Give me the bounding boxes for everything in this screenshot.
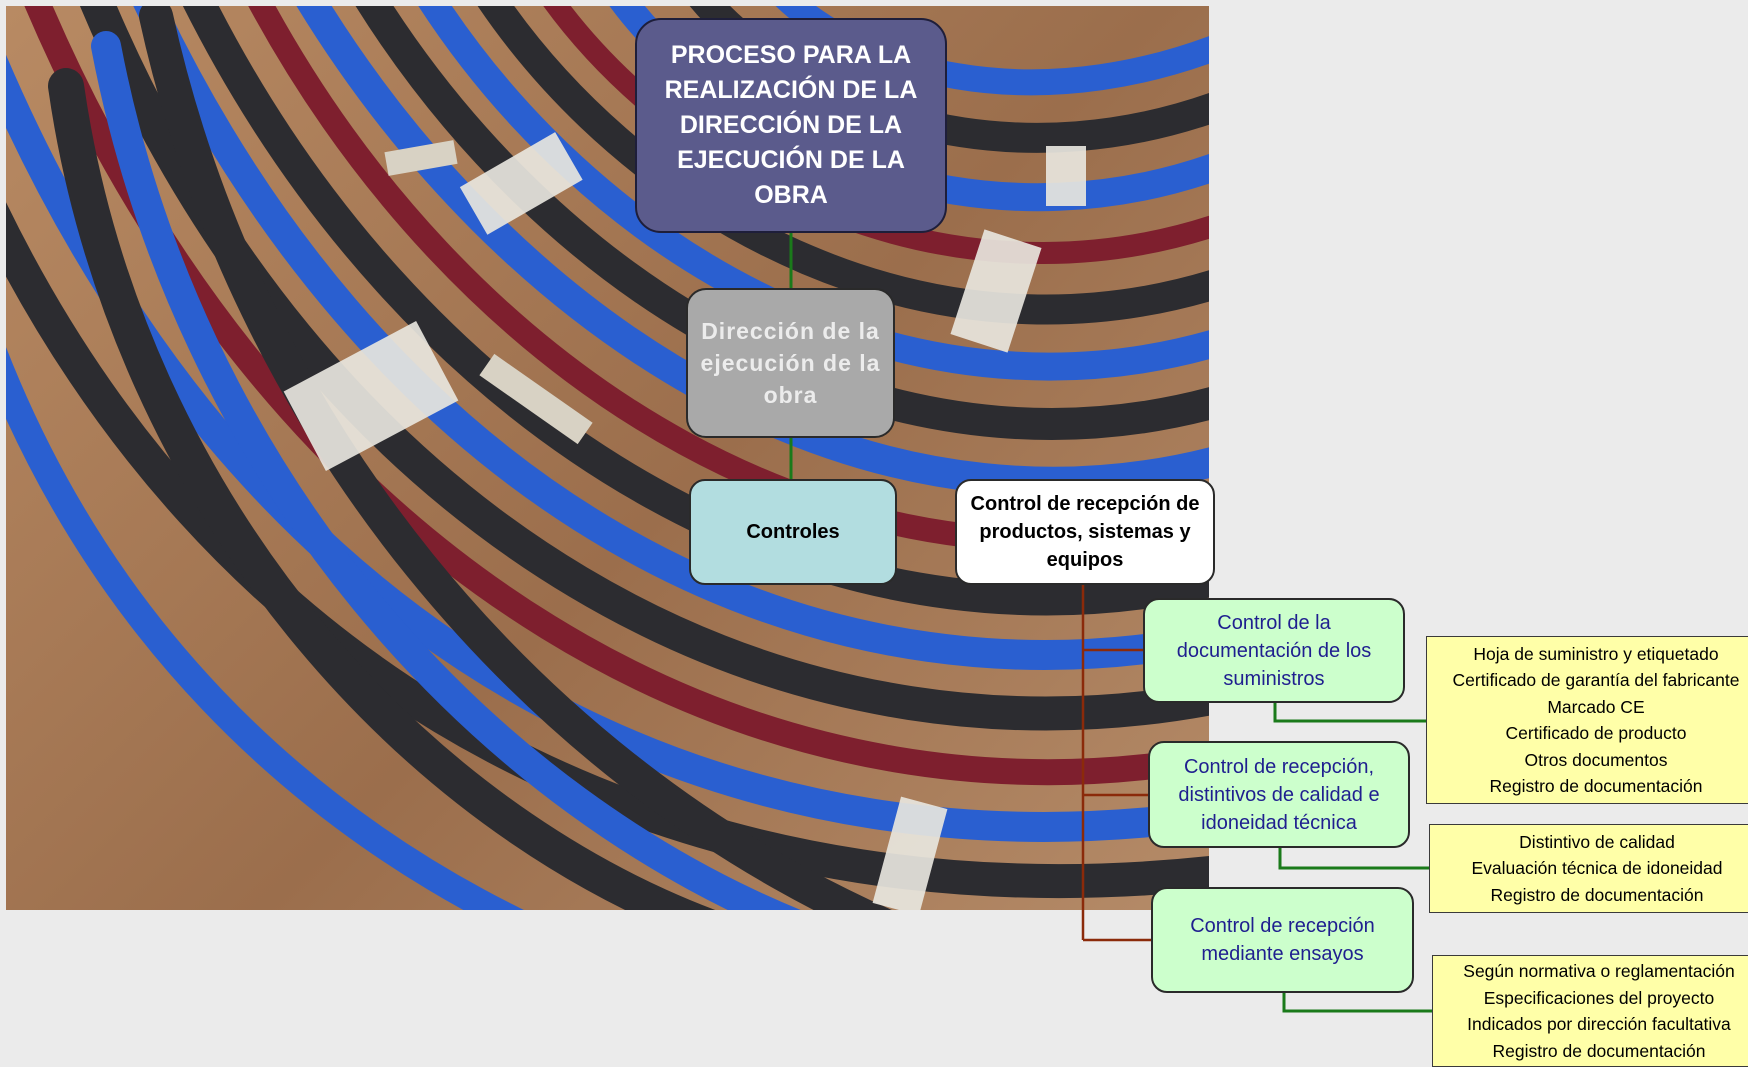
list-item: Hoja de suministro y etiquetado (1473, 643, 1719, 664)
items-distintivos: Distintivo de calidad Evaluación técnica… (1429, 824, 1748, 913)
list-item: Especificaciones del proyecto (1483, 987, 1715, 1008)
item-list: Distintivo de calidad Evaluación técnica… (1471, 829, 1722, 909)
list-item: Indicados por dirección facultativa (1467, 1014, 1731, 1034)
sub-control-documentacion: Control de la documentación de los sumin… (1143, 598, 1405, 703)
sub-control-label: Control de recepción mediante ensayos (1190, 915, 1375, 965)
connector-g2-to-items (1278, 848, 1429, 870)
sub-control-label: Control de la documentación de los sumin… (1176, 611, 1372, 690)
recepcion-box: Control de recepción de productos, siste… (955, 479, 1215, 585)
sub-control-ensayos: Control de recepción mediante ensayos (1151, 887, 1414, 993)
item-list: Según normativa o reglamentación Especif… (1463, 958, 1734, 1064)
list-item: Registro de documentación (1490, 884, 1704, 905)
controles-label: Controles (746, 520, 840, 543)
list-item: Evaluación técnica de idoneidad (1471, 858, 1723, 879)
items-documentacion: Hoja de suministro y etiquetado Certific… (1426, 636, 1748, 804)
sub-control-label: Control de recepción, distintivos de cal… (1178, 755, 1380, 834)
list-item: Marcado CE (1547, 696, 1645, 717)
process-title: PROCESO PARA LA REALIZACIÓN DE LA DIRECC… (664, 41, 918, 209)
cables-photo-image (6, 6, 1209, 910)
list-item: Certificado de garantía del fabricante (1452, 670, 1740, 690)
recepcion-label: Control de recepción de productos, siste… (970, 493, 1200, 571)
list-item: Registro de documentación (1489, 776, 1703, 796)
item-list: Hoja de suministro y etiquetado Certific… (1453, 641, 1740, 800)
list-item: Registro de documentación (1492, 1040, 1706, 1061)
list-item: Otros documentos (1524, 749, 1668, 770)
list-item: Según normativa o reglamentación (1463, 961, 1735, 981)
cables-photo (6, 6, 1209, 910)
items-ensayos: Según normativa o reglamentación Especif… (1432, 955, 1748, 1067)
connector-g3-to-items (1282, 993, 1432, 1013)
direccion-label: Dirección de la ejecución de la obra (700, 318, 881, 408)
list-item: Distintivo de calidad (1519, 831, 1675, 852)
process-title-box: PROCESO PARA LA REALIZACIÓN DE LA DIRECC… (635, 18, 947, 233)
list-item: Certificado de producto (1505, 723, 1687, 743)
controles-box: Controles (689, 479, 897, 585)
sub-control-distintivos: Control de recepción, distintivos de cal… (1148, 741, 1410, 848)
direccion-box: Dirección de la ejecución de la obra (686, 288, 895, 438)
connector-g1-to-items (1273, 703, 1426, 723)
